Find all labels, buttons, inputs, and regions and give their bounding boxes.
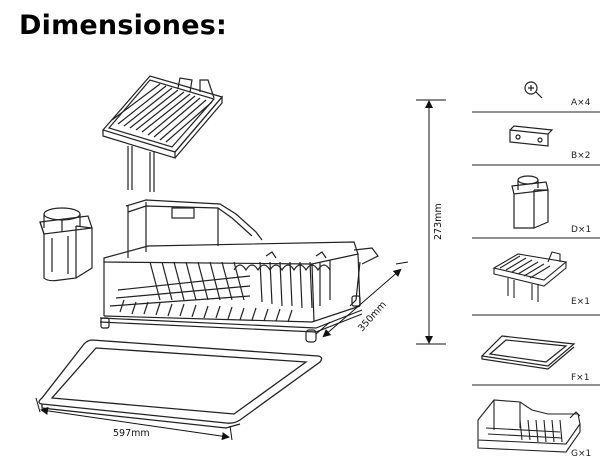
utensil-holder-illustration	[39, 207, 93, 282]
drip-tray-icon	[480, 335, 576, 370]
part-label-b: B×2	[571, 151, 590, 161]
height-dimension: 273mm	[416, 99, 446, 345]
utensil-holder-icon	[511, 175, 549, 229]
height-label: 273mm	[433, 203, 444, 240]
small-rack-illustration	[101, 75, 224, 192]
part-label-d: D×1	[571, 225, 591, 235]
screw-icon	[524, 81, 543, 99]
small-rack-icon	[492, 251, 568, 302]
part-label-a: A×4	[571, 98, 591, 108]
width-dimension: 597mm	[35, 397, 233, 441]
dish-rack-illustration	[99, 199, 379, 343]
part-label-g: G×1	[571, 449, 591, 459]
dish-rack-icon	[477, 399, 581, 453]
page-title: Dimensiones:	[19, 10, 228, 41]
parts-list: A×4 B×2 D×1 E×1	[472, 81, 600, 459]
width-label: 597mm	[113, 428, 150, 439]
part-label-e: E×1	[571, 297, 590, 307]
part-label-f: F×1	[571, 373, 589, 383]
drip-tray-illustration	[38, 339, 323, 429]
mounting-bracket-icon	[509, 125, 554, 147]
depth-label: 350mm	[356, 299, 389, 334]
